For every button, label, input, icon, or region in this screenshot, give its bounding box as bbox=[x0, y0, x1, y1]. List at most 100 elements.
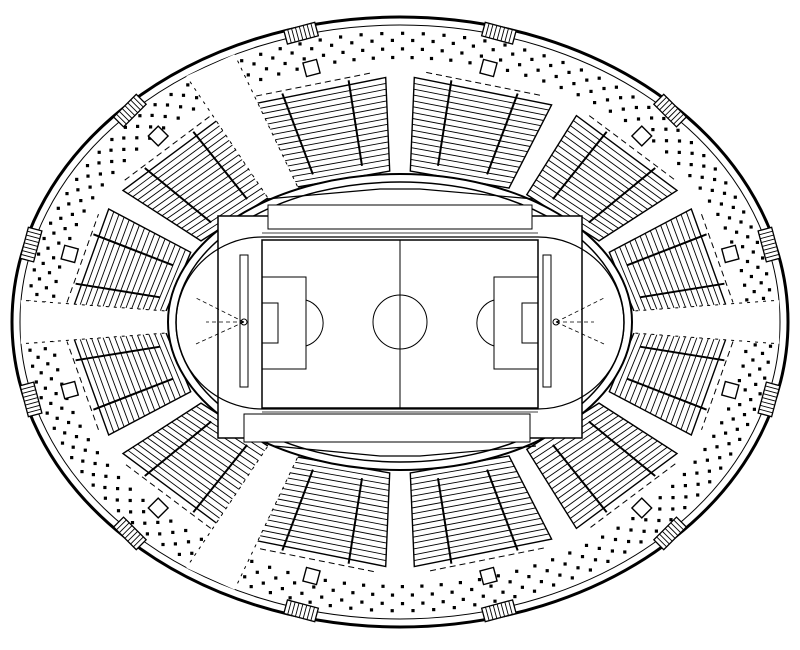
column-dot bbox=[470, 587, 474, 592]
column-dot bbox=[430, 592, 434, 596]
seat-row bbox=[152, 246, 181, 316]
seat-row bbox=[619, 328, 648, 398]
column-dot bbox=[727, 407, 731, 411]
seat-row bbox=[660, 225, 694, 314]
column-dot bbox=[49, 221, 53, 225]
column-dot bbox=[318, 38, 322, 42]
column-dot bbox=[483, 39, 487, 43]
column-dot bbox=[724, 431, 728, 435]
column-dot bbox=[739, 220, 743, 224]
seat-row bbox=[117, 230, 151, 314]
stair-step bbox=[488, 605, 494, 620]
column-dot bbox=[580, 555, 585, 559]
aisle-line bbox=[639, 282, 725, 299]
column-dot bbox=[677, 150, 681, 154]
column-dot bbox=[184, 528, 188, 533]
seat-row bbox=[545, 164, 629, 223]
stair-step bbox=[26, 234, 40, 240]
column-dot bbox=[149, 125, 153, 129]
seat-row bbox=[538, 174, 619, 229]
seat-row bbox=[412, 497, 531, 521]
seat-row bbox=[258, 517, 387, 544]
column-dot bbox=[588, 568, 592, 572]
seat-row bbox=[181, 415, 262, 470]
column-dot bbox=[34, 380, 38, 384]
seat-row bbox=[569, 125, 668, 198]
seat-row bbox=[634, 238, 666, 315]
column-dot bbox=[153, 103, 157, 107]
column-dot bbox=[511, 52, 515, 56]
column-dot bbox=[70, 212, 74, 216]
column-dot bbox=[128, 498, 132, 503]
seat-row bbox=[83, 332, 120, 430]
seat-row bbox=[195, 189, 271, 239]
column-dot bbox=[82, 209, 86, 213]
stair-tower bbox=[19, 381, 43, 418]
column-dot bbox=[252, 62, 256, 66]
column-dot bbox=[37, 252, 41, 256]
stair-step bbox=[287, 600, 292, 615]
column-dot bbox=[411, 609, 415, 613]
column-dot bbox=[499, 58, 503, 62]
column-dot bbox=[400, 47, 405, 51]
stair-tower bbox=[283, 599, 320, 623]
stair-step bbox=[488, 24, 494, 39]
column-dot bbox=[501, 590, 505, 594]
stair-step bbox=[765, 385, 779, 391]
column-dot bbox=[271, 56, 275, 60]
column-dot bbox=[300, 591, 304, 595]
seat-row bbox=[147, 139, 240, 207]
seat-row bbox=[644, 330, 677, 411]
column-dot bbox=[71, 410, 75, 415]
column-dot bbox=[719, 466, 723, 470]
seat-row bbox=[258, 100, 387, 127]
column-dot bbox=[55, 416, 59, 420]
column-dot bbox=[135, 136, 139, 140]
column-dot bbox=[67, 202, 71, 206]
outer-wall bbox=[10, 15, 790, 629]
seat-row bbox=[190, 184, 268, 235]
stair-step bbox=[667, 108, 679, 119]
stair-step bbox=[760, 404, 774, 410]
seat-row bbox=[158, 249, 186, 316]
column-dot bbox=[333, 60, 337, 64]
column-dot bbox=[93, 461, 97, 466]
seat-row bbox=[532, 184, 610, 235]
seat-row bbox=[152, 144, 243, 210]
column-dot bbox=[255, 570, 259, 574]
seat-row bbox=[132, 125, 231, 198]
column-dot bbox=[496, 574, 500, 578]
seat-row bbox=[670, 219, 706, 313]
column-dot bbox=[110, 137, 114, 142]
seat-row bbox=[619, 246, 648, 316]
column-dot bbox=[381, 47, 385, 51]
aisle-line bbox=[93, 377, 174, 411]
column-dot bbox=[619, 96, 623, 100]
column-dot bbox=[360, 600, 364, 604]
seat-row bbox=[614, 249, 642, 316]
column-dot bbox=[141, 498, 145, 502]
seat-row bbox=[685, 211, 723, 312]
column-dot bbox=[56, 368, 60, 372]
column-dot bbox=[616, 526, 620, 530]
column-dot bbox=[545, 569, 549, 573]
seat-row bbox=[685, 332, 723, 433]
seat-row bbox=[282, 153, 390, 173]
column-dot bbox=[298, 42, 302, 46]
column-dot bbox=[749, 398, 753, 402]
column-dot bbox=[593, 101, 597, 105]
column-dot bbox=[163, 114, 167, 119]
seat-row bbox=[624, 244, 654, 315]
column-dot bbox=[489, 584, 493, 588]
column-dot bbox=[713, 177, 717, 182]
column-dot bbox=[742, 413, 747, 417]
stair-step bbox=[504, 28, 509, 43]
column-dot bbox=[760, 351, 765, 355]
column-dot bbox=[74, 435, 79, 439]
seat-row bbox=[411, 486, 526, 509]
stair-step bbox=[673, 113, 684, 125]
seat-row bbox=[411, 141, 523, 163]
column-dot bbox=[109, 148, 113, 152]
column-dot bbox=[651, 128, 655, 132]
